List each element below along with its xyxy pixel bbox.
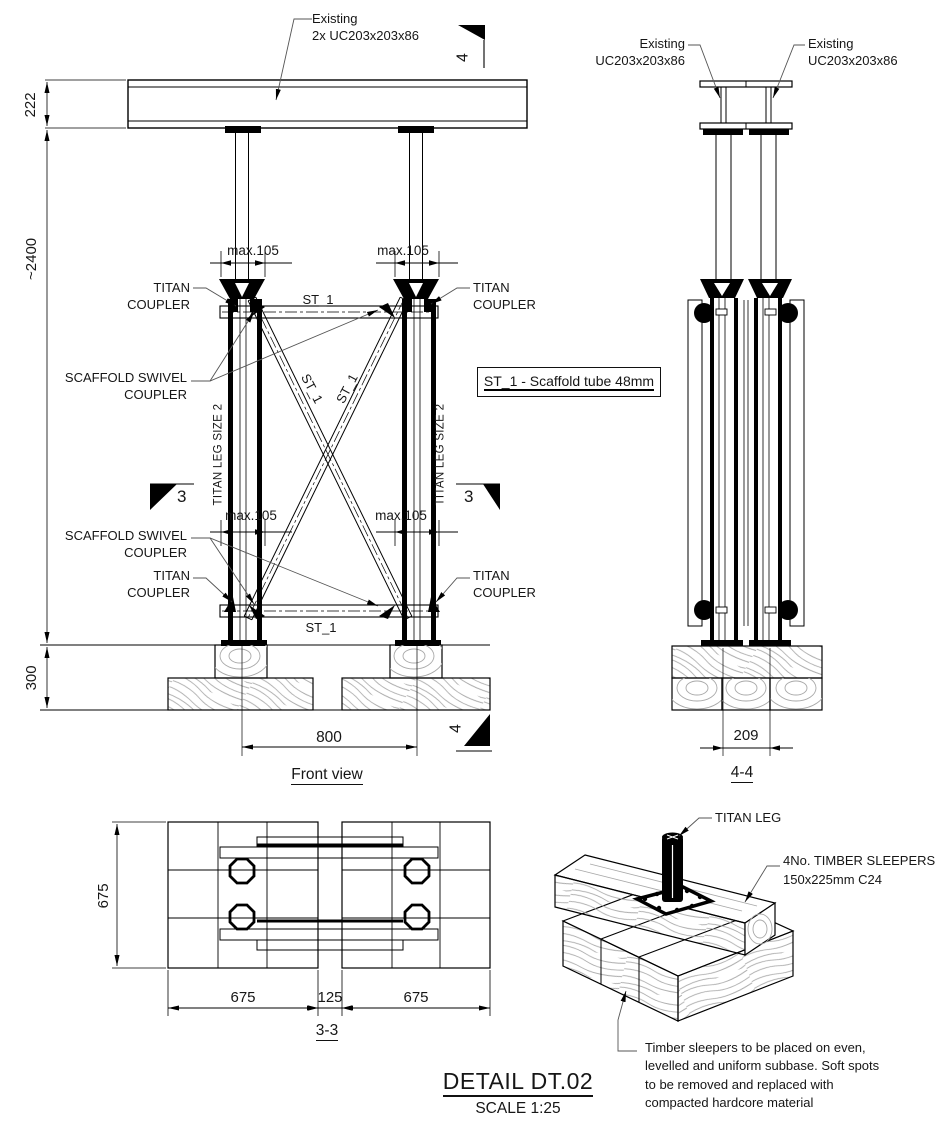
section-beam-label-right: Existing UC203x203x86 [808, 36, 898, 69]
front-view-linework [40, 18, 528, 756]
plan-leg-baseplates [228, 857, 431, 931]
section-dim-width: 209 [733, 727, 759, 744]
front-titan-coupler-bottom-left-label: TITAN COUPLER [127, 568, 190, 601]
section-uc-beams [699, 80, 793, 135]
front-dim-sleepers: 300 [23, 665, 41, 691]
front-section-4-bottom: 4 [447, 724, 465, 734]
front-dim-height: ~2400 [23, 237, 41, 280]
plan-dimensions [112, 821, 491, 1016]
front-swivel-coupler-bottom-label: SCAFFOLD SWIVEL COUPLER [64, 528, 187, 561]
legend-note: ST_1 - Scaffold tube 48mm [483, 373, 655, 391]
section-leader-lines [688, 44, 805, 99]
front-dim-spacing: 800 [316, 729, 342, 746]
plan-sleepers [167, 821, 491, 969]
front-swivel-coupler-top-label: SCAFFOLD SWIVEL COUPLER [64, 370, 187, 403]
section-legs-tubes [687, 135, 805, 647]
iso-note: Timber sleepers to be placed on even, le… [645, 1040, 880, 1111]
front-timber-sleepers [40, 644, 491, 711]
front-section-3-left: 3 [177, 487, 187, 506]
plan-dim-depth: 675 [95, 883, 113, 909]
plan-dim-right: 675 [403, 989, 429, 1006]
front-dim-max-top-right: max.105 [377, 243, 429, 258]
front-dim-beam-depth: 222 [22, 92, 40, 118]
front-section-4-top: 4 [454, 53, 472, 63]
section-view-caption: 4-4 [730, 764, 754, 783]
front-titan-coupler-top-left-label: TITAN COUPLER [127, 280, 190, 313]
front-view-caption: Front view [291, 766, 363, 785]
plan-tubes [219, 836, 439, 951]
drawing-scale: SCALE 1:25 [475, 1100, 561, 1117]
front-titan-coupler-top-right-label: TITAN COUPLER [473, 280, 536, 313]
iso-view-linework [553, 817, 795, 1052]
iso-sleepers-label: 4No. TIMBER SLEEPERS 150x225mm C24 [783, 853, 936, 887]
iso-titan-leg-label: TITAN LEG [715, 810, 782, 825]
front-dim-max-bottom-left: max.105 [225, 508, 277, 523]
front-section-3-right: 3 [464, 487, 474, 506]
section-timber-sleepers [671, 645, 823, 711]
front-diagonal-braces [243, 296, 413, 621]
plan-view-caption: 3-3 [315, 1022, 339, 1041]
plan-dim-left: 675 [230, 989, 256, 1006]
drawing-title: DETAIL DT.02 [418, 1066, 618, 1097]
front-dim-max-bottom-right: max.105 [375, 508, 427, 523]
front-leader-lines [191, 18, 470, 607]
iso-titan-leg [662, 832, 683, 902]
front-tube-tag-top: ST_1 [302, 292, 334, 307]
front-titan-leg-right-label: TITAN LEG SIZE 2 [434, 403, 447, 506]
plan-view-linework [112, 821, 491, 1016]
front-beam-label: Existing 2x UC203x203x86 [312, 11, 419, 44]
front-titan-leg-left-label: TITAN LEG SIZE 2 [212, 403, 225, 506]
front-dimensions [44, 79, 458, 756]
plan-dim-gap: 125 [317, 989, 343, 1006]
front-titan-legs [219, 133, 441, 646]
iso-leader-lines [617, 817, 780, 1052]
front-tube-tag-bottom: ST_1 [305, 620, 337, 635]
front-beam [127, 79, 528, 133]
front-coupler-marks [224, 303, 440, 619]
section-dimensions [700, 648, 793, 756]
front-titan-coupler-bottom-right-label: TITAN COUPLER [473, 568, 536, 601]
front-dim-max-top-left: max.105 [227, 243, 279, 258]
legend-box: ST_1 - Scaffold tube 48mm [477, 367, 661, 397]
section-view-linework [671, 44, 823, 756]
section-beam-label-left: Existing UC203x203x86 [595, 36, 685, 69]
front-section-markers [150, 25, 500, 752]
